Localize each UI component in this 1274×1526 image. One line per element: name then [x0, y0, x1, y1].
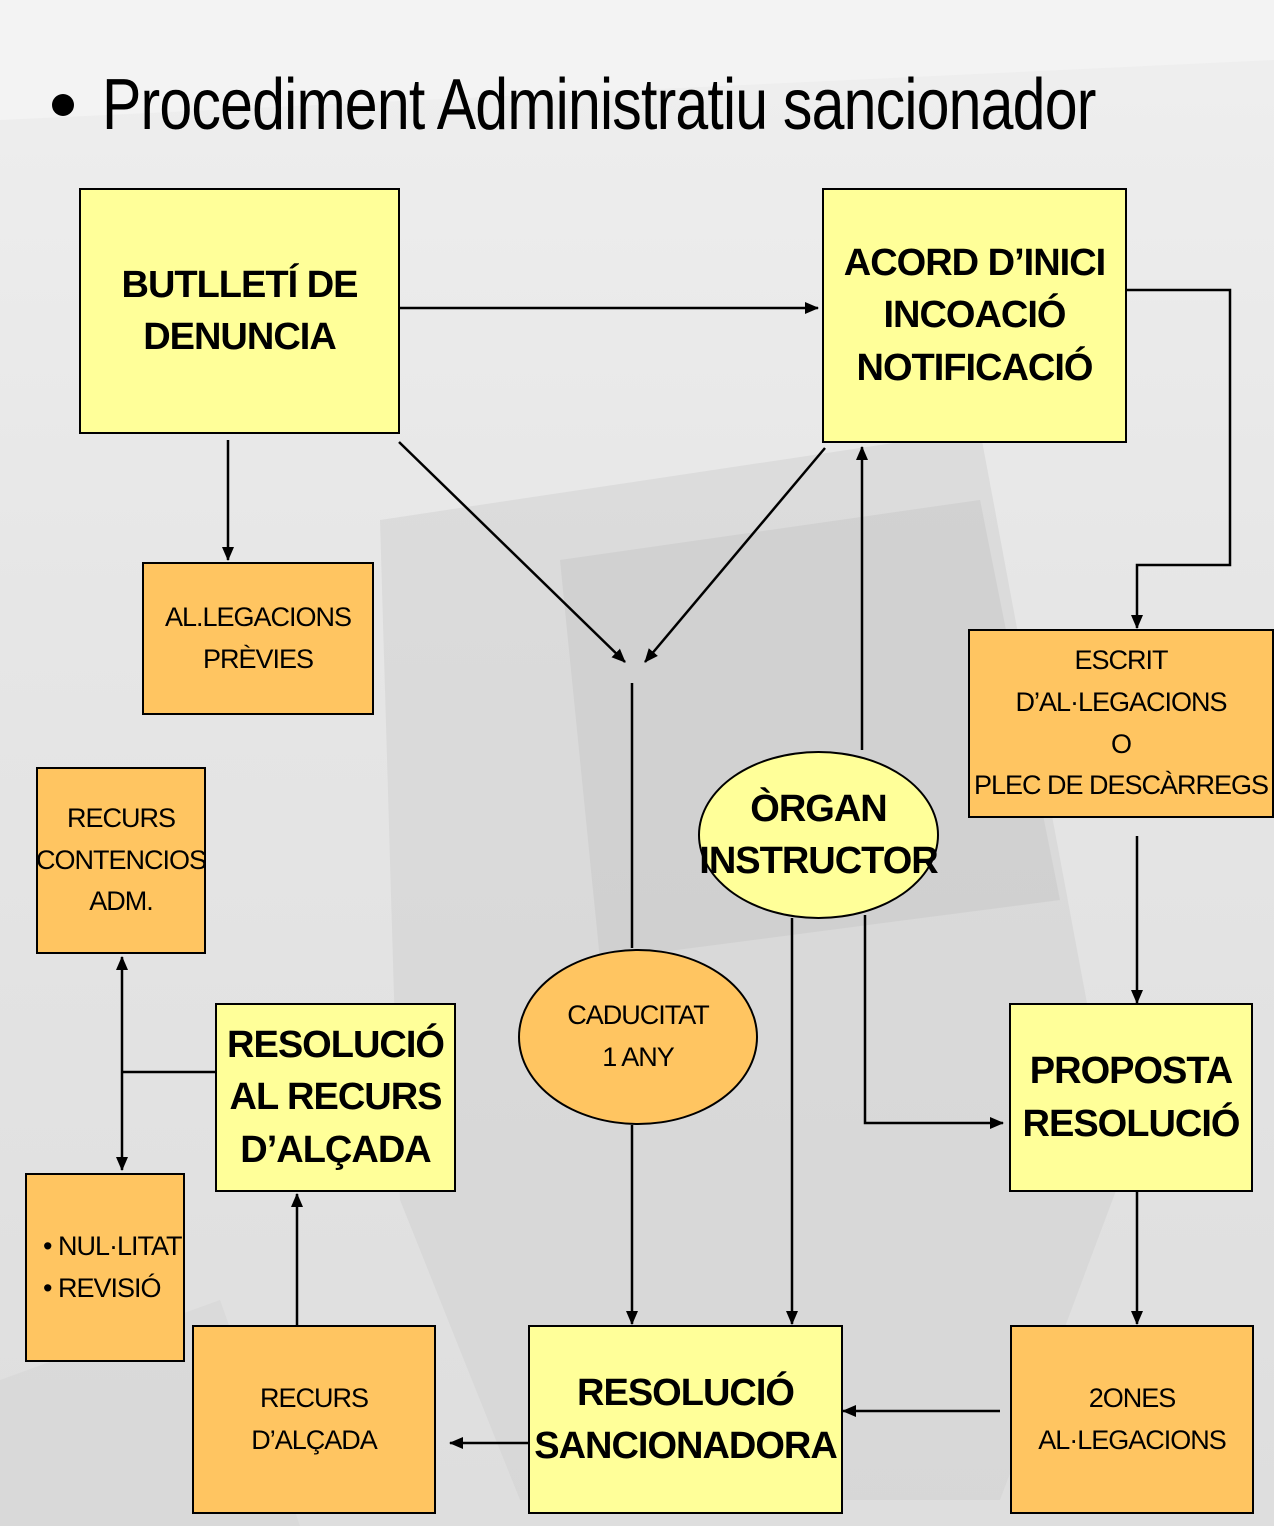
arrow-acord-to-escrit: [1125, 288, 1232, 629]
node-nullitat-revisio: • NUL·LITAT • REVISIÓ: [25, 1173, 185, 1362]
node-proposta-resolucio: PROPOSTA RESOLUCIÓ: [1009, 1003, 1253, 1192]
node-caducitat: CADUCITAT 1 ANY: [518, 949, 758, 1125]
node-allegacions-previes: AL.LEGACIONS PRÈVIES: [142, 562, 374, 715]
node-organ-instructor: ÒRGAN INSTRUCTOR: [698, 751, 939, 919]
title-bullet: [52, 94, 74, 116]
node-recurs-contencios: RECURS CONTENCIOS ADM.: [36, 767, 207, 954]
node-escrit-allegacions: ESCRIT D’AL·LEGACIONS O PLEC DE DESCÀRRE…: [968, 629, 1274, 818]
node-segones-allegacions: 2ONES AL·LEGACIONS: [1010, 1325, 1254, 1514]
node-resolucio-sancionadora: RESOLUCIÓ SANCIONADORA: [528, 1325, 843, 1514]
arrow-organ-to-proposta: [863, 915, 1004, 1129]
node-acord-inici: ACORD D’INICI INCOACIÓ NOTIFICACIÓ: [822, 188, 1127, 443]
title-text: Procediment Administratiu sancionador: [102, 65, 1096, 145]
node-resolucio-recurs: RESOLUCIÓ AL RECURS D’ALÇADA: [215, 1003, 456, 1192]
arrow-acord-to-center: [644, 447, 826, 663]
slide-title: Procediment Administratiu sancionador: [52, 50, 1274, 160]
node-recurs-alcada: RECURS D’ALÇADA: [192, 1325, 436, 1514]
node-butlleti-denuncia: BUTLLETÍ DE DENUNCIA: [79, 188, 400, 434]
arrow-butlleti-to-center: [398, 441, 626, 663]
